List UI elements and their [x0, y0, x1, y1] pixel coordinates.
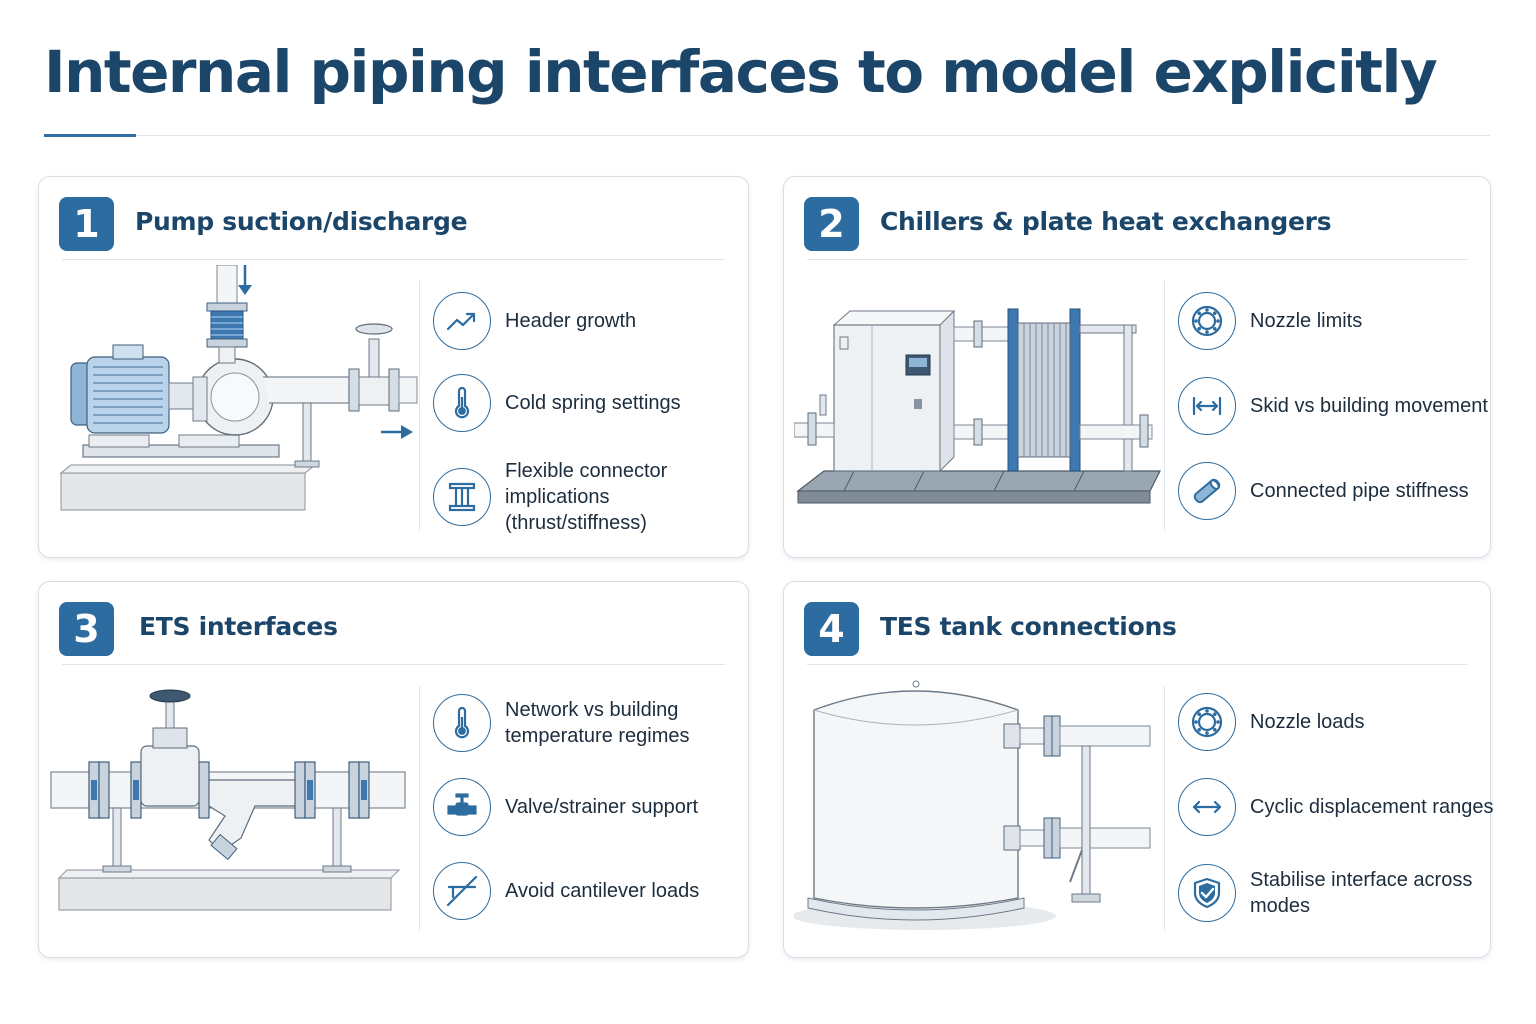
item-label: Nozzle limits — [1250, 310, 1363, 332]
list-item: Nozzle loads — [1178, 693, 1500, 751]
valve-strainer-illustration — [50, 689, 406, 911]
list-item: Avoid cantilever loads — [433, 862, 755, 920]
chiller-heat-exchanger-illustration — [794, 308, 1161, 504]
card-header-divider — [62, 259, 725, 260]
card-header-divider — [807, 664, 1467, 665]
list-item: Valve/strainer support — [433, 778, 755, 836]
valve-icon — [433, 778, 491, 836]
card-number-badge: 1 — [59, 197, 114, 251]
page-title: Internal piping interfaces to model expl… — [44, 38, 1438, 106]
nozzle-flange-icon — [1178, 292, 1236, 350]
list-item: Network vs building temperature regimes — [433, 694, 755, 752]
card-chillers-plate-heat-exchangers: 2 Chillers & plate heat exchangers — [783, 176, 1491, 558]
title-divider — [44, 135, 1490, 136]
card-ets-interfaces: 3 ETS interfaces Netwo — [38, 581, 749, 958]
thermometer-icon — [433, 694, 491, 752]
card-title: Pump suction/discharge — [135, 207, 468, 236]
item-label: Flexible connector implications (thrust/… — [505, 460, 668, 534]
no-cantilever-icon — [433, 862, 491, 920]
item-label: Header growth — [505, 310, 637, 332]
pipe-icon — [1178, 462, 1236, 520]
card-number-badge: 3 — [59, 602, 114, 656]
card-tes-tank-connections: 4 TES tank connections Nozzle loads — [783, 581, 1493, 958]
list-item: Stabilise interface across modes — [1178, 864, 1500, 922]
horizontal-arrows-icon — [1178, 377, 1236, 435]
card-header-divider — [807, 259, 1467, 260]
card-pump-suction-discharge: 1 Pump suction/discharge — [38, 176, 749, 558]
list-item: Cyclic displacement ranges — [1178, 778, 1500, 836]
list-item: Skid vs building movement — [1178, 377, 1500, 435]
shield-check-icon — [1178, 864, 1236, 922]
card-column-divider — [419, 686, 420, 931]
list-item: Header growth — [433, 292, 755, 350]
nozzle-flange-icon — [1178, 693, 1236, 751]
double-arrow-icon — [1178, 778, 1236, 836]
item-label: Nozzle loads — [1250, 711, 1365, 733]
pump-assembly-illustration — [59, 265, 418, 511]
item-label: Stabilise interface across modes — [1250, 869, 1473, 917]
list-item: Nozzle limits — [1178, 292, 1500, 350]
list-item: Cold spring settings — [433, 374, 755, 432]
thermometer-icon — [433, 374, 491, 432]
card-number-badge: 4 — [804, 602, 859, 656]
card-title: ETS interfaces — [139, 612, 338, 641]
item-label: Cold spring settings — [505, 392, 681, 414]
flexible-connector-icon — [433, 468, 491, 526]
list-item: Flexible connector implications (thrust/… — [433, 458, 755, 536]
list-item: Connected pipe stiffness — [1178, 462, 1500, 520]
card-column-divider — [1164, 281, 1165, 531]
card-number-badge: 2 — [804, 197, 859, 251]
item-label: Valve/strainer support — [505, 796, 699, 818]
card-header-divider — [62, 664, 725, 665]
item-label: Avoid cantilever loads — [505, 880, 700, 902]
item-label: Skid vs building movement — [1250, 395, 1488, 417]
card-column-divider — [419, 281, 420, 531]
trend-up-icon — [433, 292, 491, 350]
item-label: Network vs building temperature regimes — [505, 699, 690, 747]
item-label: Connected pipe stiffness — [1250, 480, 1469, 502]
card-column-divider — [1164, 686, 1165, 931]
title-accent-bar — [44, 134, 136, 137]
tes-tank-illustration — [794, 680, 1151, 930]
card-title: Chillers & plate heat exchangers — [880, 207, 1332, 236]
card-title: TES tank connections — [880, 612, 1177, 641]
item-label: Cyclic displacement ranges — [1250, 796, 1494, 818]
